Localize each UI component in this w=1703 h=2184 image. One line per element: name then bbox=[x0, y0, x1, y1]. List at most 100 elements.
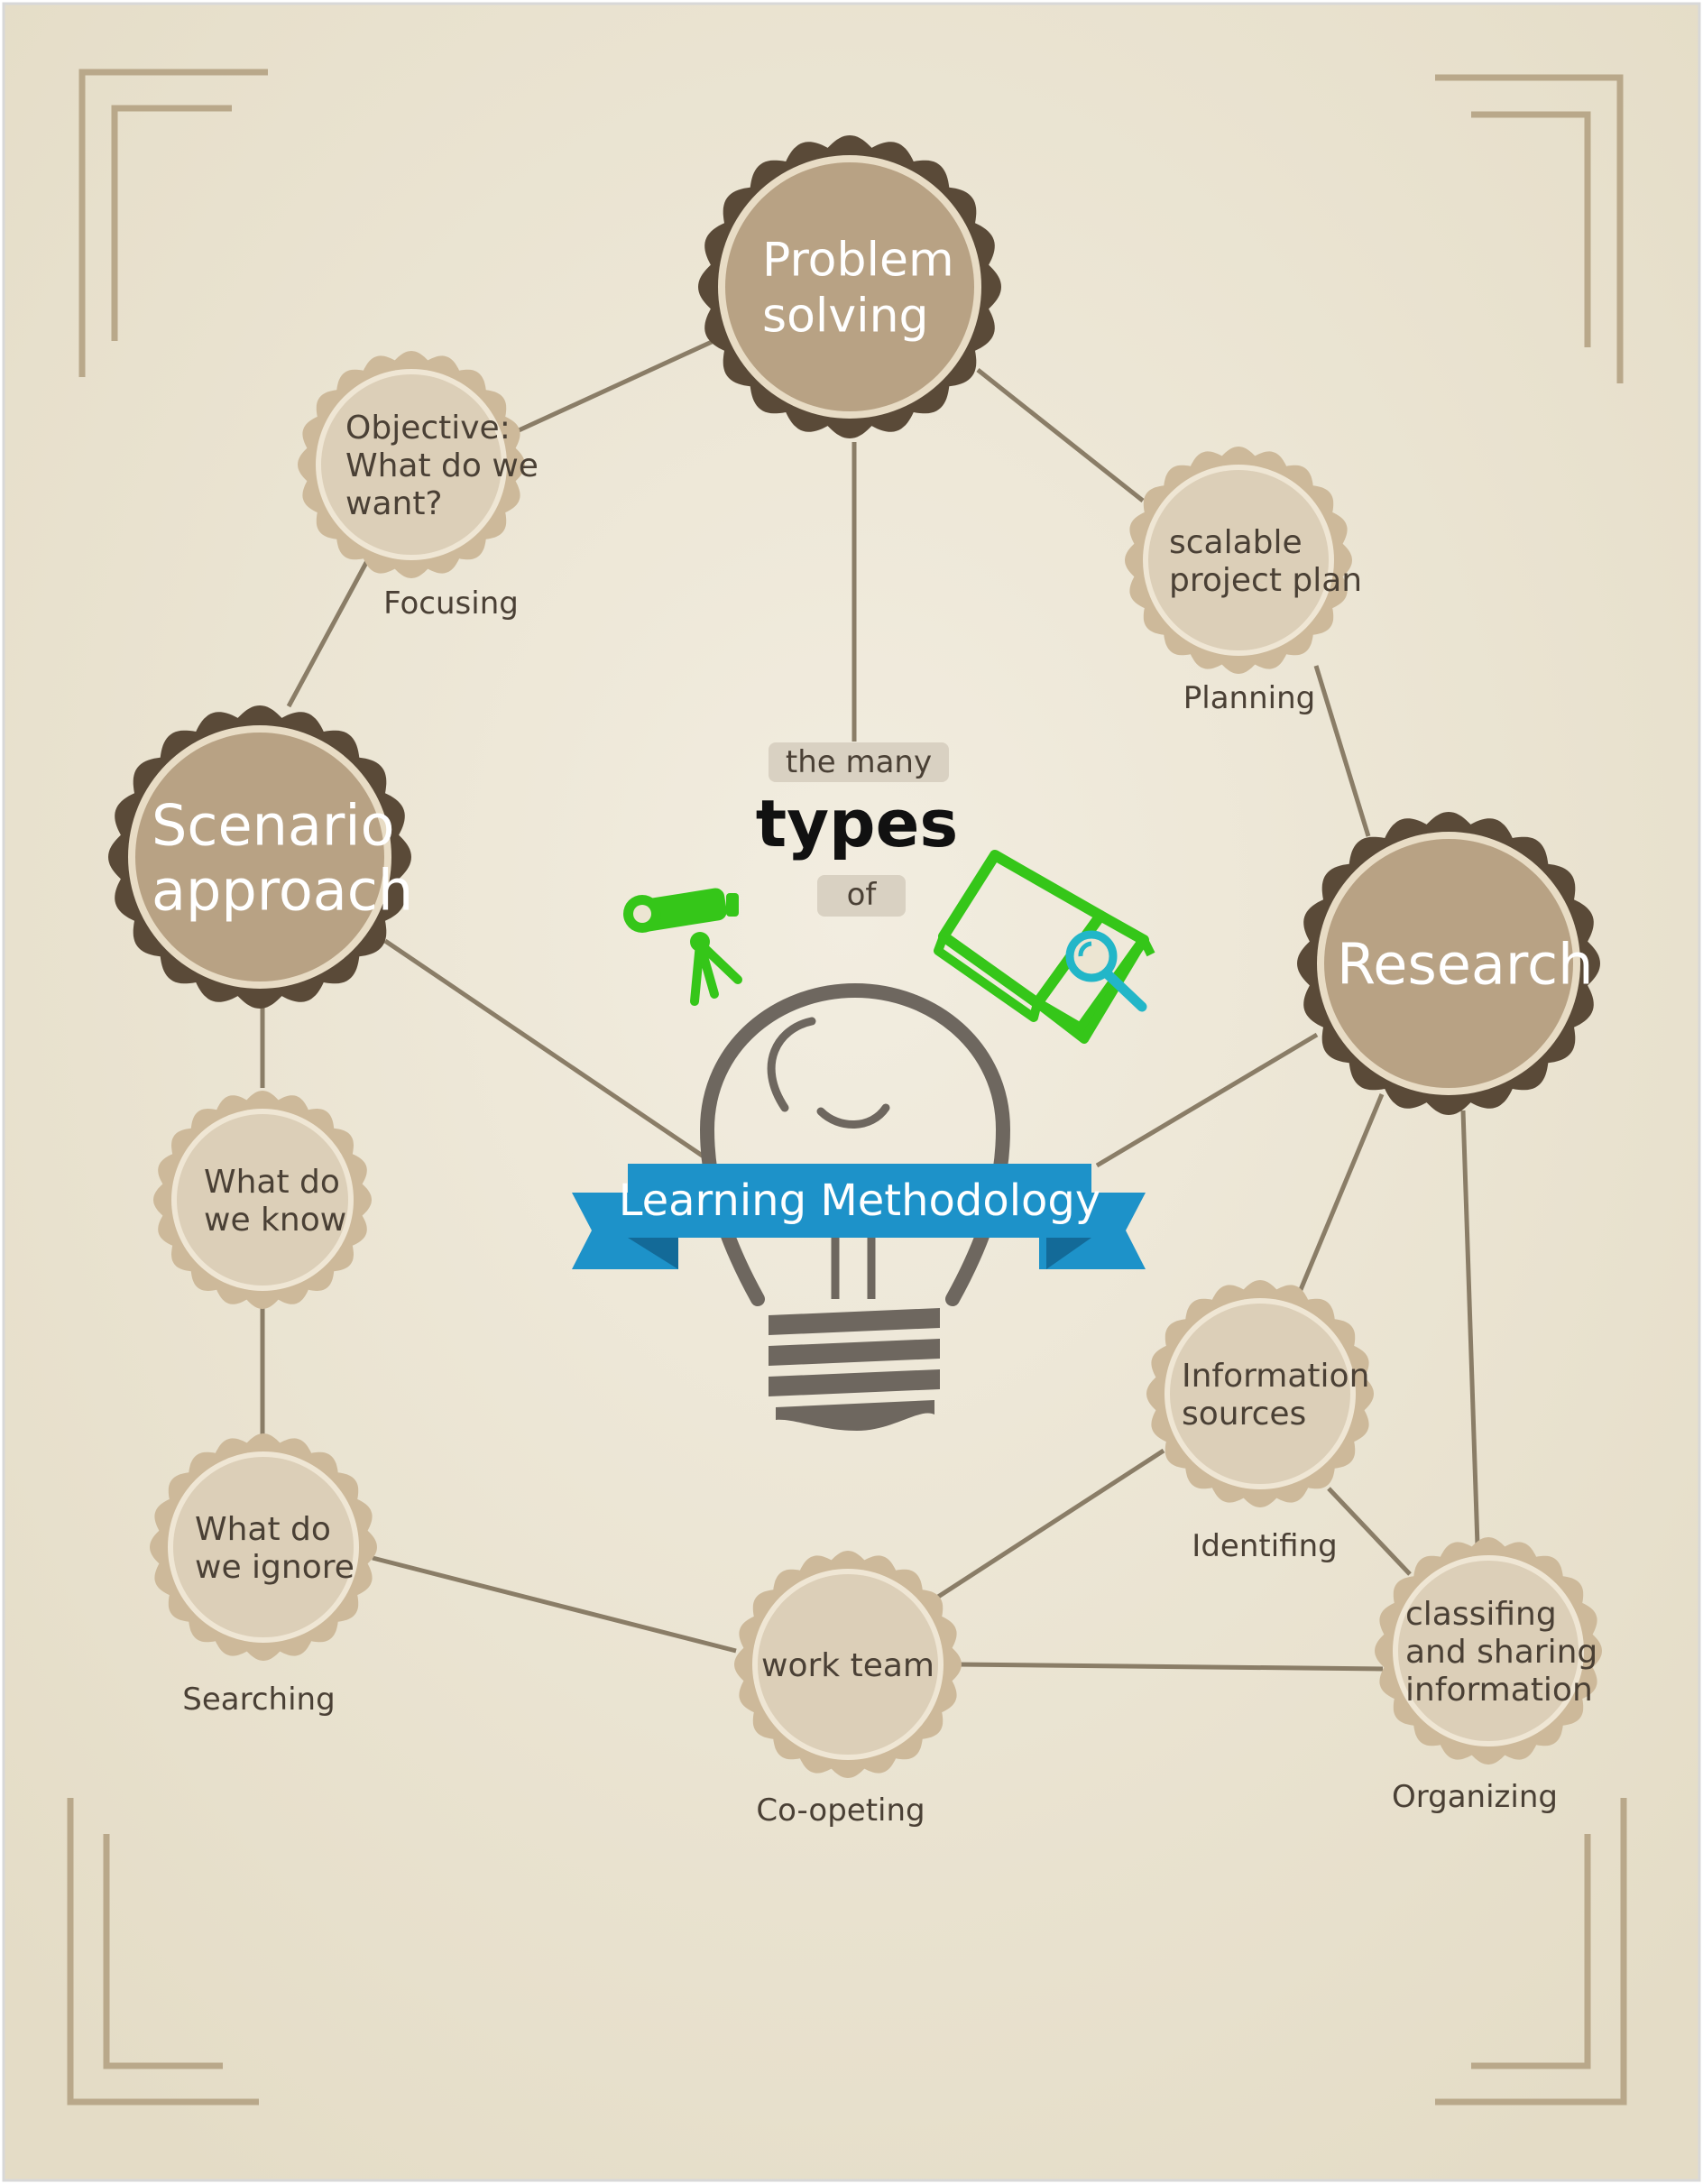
bulb-thread-3 bbox=[769, 1369, 940, 1396]
node-objective-line-2: want? bbox=[345, 485, 443, 522]
node-ignore-face bbox=[173, 1457, 354, 1637]
frame-bottom-right-inner bbox=[1471, 1834, 1591, 2069]
title-main: types bbox=[756, 786, 959, 862]
ribbon-fold-left bbox=[628, 1238, 678, 1269]
node-know-line-0: What do bbox=[204, 1164, 340, 1201]
link-research-classify bbox=[1460, 1110, 1480, 1546]
node-classify-caption: Organizing bbox=[1392, 1779, 1558, 1815]
frame-bottom-right-outer bbox=[1435, 1798, 1627, 2106]
node-problem-line-0: Problem bbox=[762, 234, 954, 288]
bulb-glint bbox=[767, 1017, 816, 1112]
link-objective-scenario bbox=[286, 558, 371, 708]
corner-frames bbox=[67, 69, 1627, 2106]
magnifier-handle bbox=[1102, 969, 1147, 1012]
node-scenario-line-1: approach bbox=[152, 857, 413, 923]
node-scalable-caption: Planning bbox=[1183, 680, 1315, 716]
book-cover-left bbox=[934, 935, 1042, 1022]
node-ignore-caption: Searching bbox=[182, 1682, 335, 1718]
telescope-icon bbox=[623, 888, 742, 1006]
node-objective-line-1: What do we bbox=[345, 447, 539, 484]
bulb-thread-1 bbox=[769, 1308, 940, 1335]
node-scenario-line-0: Scenario bbox=[152, 792, 395, 858]
link-work-info bbox=[934, 1448, 1165, 1601]
link-problem-objective bbox=[515, 339, 713, 434]
node-classify-line-0: classifing bbox=[1405, 1596, 1557, 1633]
title-block: the many types of bbox=[756, 742, 959, 917]
node-objective-face bbox=[321, 374, 502, 555]
link-info-classify bbox=[1327, 1487, 1412, 1576]
node-objective-line-0: Objective: bbox=[345, 410, 511, 447]
lightbulb-icon bbox=[699, 982, 1011, 1431]
title-post-tag bbox=[817, 875, 906, 917]
node-info-face bbox=[1170, 1304, 1350, 1484]
magnifier-lens bbox=[1065, 930, 1118, 982]
magnifier-glint bbox=[1078, 941, 1092, 957]
node-problem-line-1: solving bbox=[762, 290, 929, 344]
node-info-line-1: sources bbox=[1182, 1396, 1306, 1433]
link-problem-scalable bbox=[976, 368, 1145, 502]
frame-top-right-outer bbox=[1435, 74, 1624, 383]
title-pre: the many bbox=[786, 744, 932, 780]
link-ignore-work bbox=[372, 1555, 737, 1654]
frame-top-left-inner bbox=[111, 105, 232, 341]
node-ignore-line-0: What do bbox=[195, 1511, 331, 1548]
node-classify-face bbox=[1398, 1561, 1579, 1741]
node-know-line-1: we know bbox=[204, 1202, 346, 1239]
bulb-thread-2 bbox=[769, 1339, 940, 1366]
node-research: Research bbox=[1297, 812, 1600, 1115]
open-book-magnifier-icon bbox=[934, 850, 1155, 1044]
title-post: of bbox=[847, 877, 878, 913]
banner-label: Learning Methodology bbox=[619, 1175, 1101, 1226]
link-scenario-bulb bbox=[383, 938, 705, 1159]
node-scalable-line-1: project plan bbox=[1169, 562, 1362, 599]
frame-top-right-inner bbox=[1471, 111, 1591, 347]
node-ignore-line-1: we ignore bbox=[195, 1549, 354, 1586]
node-classify-line-2: information bbox=[1405, 1672, 1593, 1709]
telescope-leg-3 bbox=[695, 939, 742, 984]
book-cover-right bbox=[1034, 935, 1155, 1044]
telescope-lens-inner bbox=[633, 905, 651, 923]
node-objective-caption: Focusing bbox=[383, 585, 519, 622]
node-problem-face bbox=[725, 162, 974, 411]
node-research-line-0: Research bbox=[1337, 931, 1593, 997]
title-pre-tag bbox=[769, 742, 949, 782]
node-work-caption: Co-opeting bbox=[756, 1792, 925, 1829]
link-scalable-research bbox=[1313, 665, 1371, 837]
bulb-filament bbox=[816, 1103, 890, 1129]
ribbon-body bbox=[628, 1164, 1091, 1238]
node-info-caption: Identifing bbox=[1192, 1528, 1337, 1564]
frame-bottom-left-inner bbox=[103, 1834, 223, 2069]
frame-top-left-outer bbox=[78, 69, 268, 377]
node-scalable-line-0: scalable bbox=[1169, 524, 1303, 561]
node-scalable-face bbox=[1148, 470, 1329, 650]
node-know-face bbox=[177, 1114, 348, 1286]
node-work-face bbox=[758, 1574, 938, 1755]
link-research-info bbox=[1297, 1093, 1385, 1293]
learning-methodology-banner: Learning Methodology bbox=[572, 1164, 1146, 1269]
node-work-line-0: work team bbox=[761, 1647, 934, 1684]
node-research-face bbox=[1324, 839, 1573, 1088]
node-info-line-0: Information bbox=[1182, 1358, 1369, 1395]
telescope-eyepiece bbox=[726, 893, 739, 917]
frame-bottom-left-outer bbox=[67, 1798, 259, 2106]
bulb-glass bbox=[699, 982, 1011, 1306]
node-scenario-face bbox=[135, 733, 384, 981]
connector-lines bbox=[260, 339, 1480, 1672]
ribbon-fold-right bbox=[1046, 1238, 1091, 1269]
book-right-page bbox=[1032, 910, 1149, 1034]
node-classify-line-1: and sharing bbox=[1405, 1634, 1597, 1671]
bulb-tip bbox=[776, 1400, 934, 1431]
link-research-bulb bbox=[1095, 1032, 1319, 1168]
